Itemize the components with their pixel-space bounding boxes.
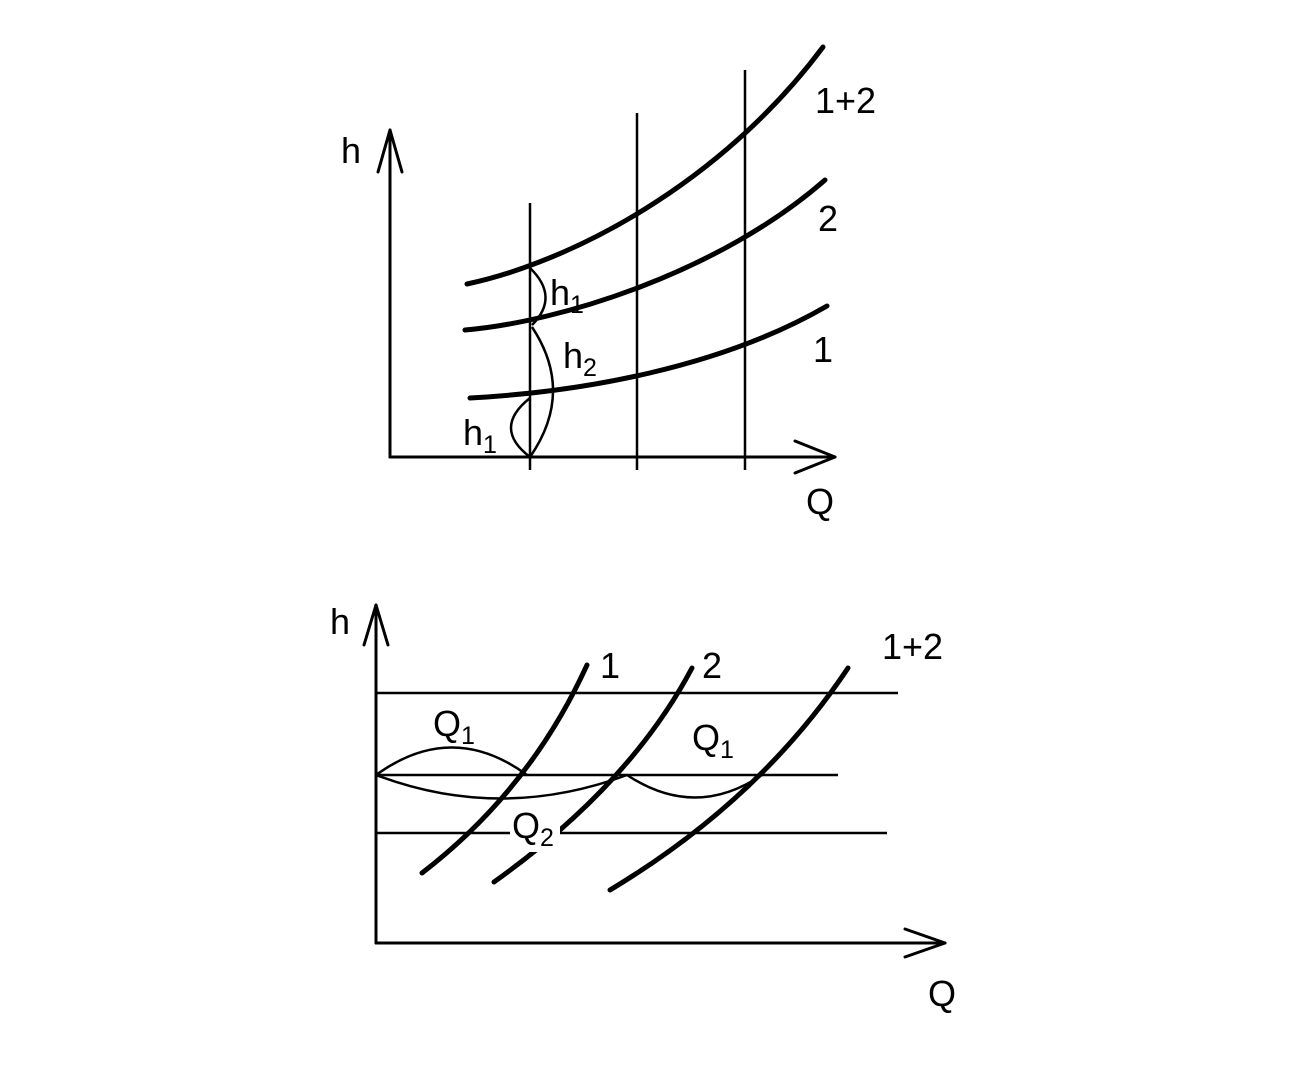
top-curve-1 — [467, 303, 830, 401]
bottom-q1-right-label: Q1 — [692, 717, 734, 764]
bottom-q2-label: Q2 — [512, 805, 554, 852]
top-h1-lower-arc — [509, 397, 531, 458]
bottom-curve-1-2-label: 1+2 — [882, 626, 943, 667]
top-y-axis-arrowhead — [376, 128, 404, 174]
top-h2-sub: 2 — [583, 354, 597, 382]
bottom-q1-right-sub: 1 — [720, 736, 734, 764]
top-curve-1-label: 1 — [813, 329, 833, 370]
bottom-y-axis-arrowhead — [362, 603, 390, 647]
bottom-q1-left-sub: 1 — [461, 722, 475, 750]
top-y-axis-label: h — [341, 130, 361, 171]
bottom-q2-label-background — [510, 810, 560, 852]
top-graph: h Q 1+2 2 1 h1 h2 h1 — [341, 44, 876, 522]
bottom-y-axis-label: h — [330, 601, 350, 642]
bottom-q2-arc — [375, 773, 628, 800]
top-h1-upper-base: h — [550, 272, 570, 313]
bottom-q1-left-label: Q1 — [433, 703, 475, 750]
bottom-curve-2-label: 2 — [702, 645, 722, 686]
bottom-q2-base: Q — [512, 805, 540, 846]
bottom-graph: h Q 1 2 1+2 Q1 Q1 Q2 — [330, 601, 956, 1014]
bottom-q1-right-arc — [626, 773, 763, 799]
top-h1-lower-base: h — [463, 412, 483, 453]
top-h2-label: h2 — [563, 335, 597, 382]
bottom-curve-1 — [419, 662, 590, 876]
bottom-curve-1-label: 1 — [600, 645, 620, 686]
top-h1-upper-sub: 1 — [570, 291, 584, 319]
bottom-q1-left-arc — [375, 746, 528, 777]
top-h1-lower-sub: 1 — [483, 431, 497, 459]
top-h2-arc — [528, 326, 555, 458]
top-x-axis-arrowhead — [793, 439, 837, 475]
bottom-q2-sub: 2 — [540, 824, 554, 852]
top-curve-1-2 — [464, 44, 826, 287]
top-curve-1-2-label: 1+2 — [815, 80, 876, 121]
bottom-q1-left-base: Q — [433, 703, 461, 744]
top-curve-2-label: 2 — [818, 198, 838, 239]
bottom-x-axis-label: Q — [928, 973, 956, 1014]
bottom-curve-1-2 — [607, 665, 851, 893]
bottom-x-axis-arrowhead — [903, 927, 947, 959]
top-h2-base: h — [563, 335, 583, 376]
top-h1-lower-label: h1 — [463, 412, 497, 459]
bottom-q1-right-base: Q — [692, 717, 720, 758]
top-curve-2 — [462, 177, 828, 333]
top-h1-upper-arc — [529, 267, 547, 326]
top-h1-upper-label: h1 — [550, 272, 584, 319]
top-x-axis-label: Q — [806, 481, 834, 522]
